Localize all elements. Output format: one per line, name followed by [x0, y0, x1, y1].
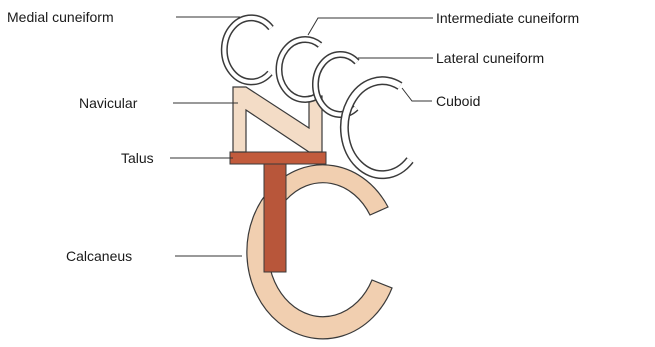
cuboid-letter-c-inner	[344, 81, 410, 175]
label-navicular: Navicular	[79, 95, 138, 111]
label-intermediate-cuneiform: Intermediate cuneiform	[436, 10, 579, 26]
label-talus: Talus	[121, 150, 154, 166]
talus-letter-t-stem	[264, 164, 286, 272]
label-calcaneus: Calcaneus	[66, 248, 132, 264]
medial-cuneiform-letter-c-inner	[224, 18, 271, 82]
leader-cuboid	[402, 88, 432, 101]
label-medial-cuneiform: Medial cuneiform	[7, 9, 114, 25]
talus-letter-t-bar	[230, 152, 326, 164]
label-lateral-cuneiform: Lateral cuneiform	[436, 50, 544, 66]
leader-intermediate-cuneiform	[308, 18, 433, 35]
label-cuboid: Cuboid	[436, 93, 480, 109]
